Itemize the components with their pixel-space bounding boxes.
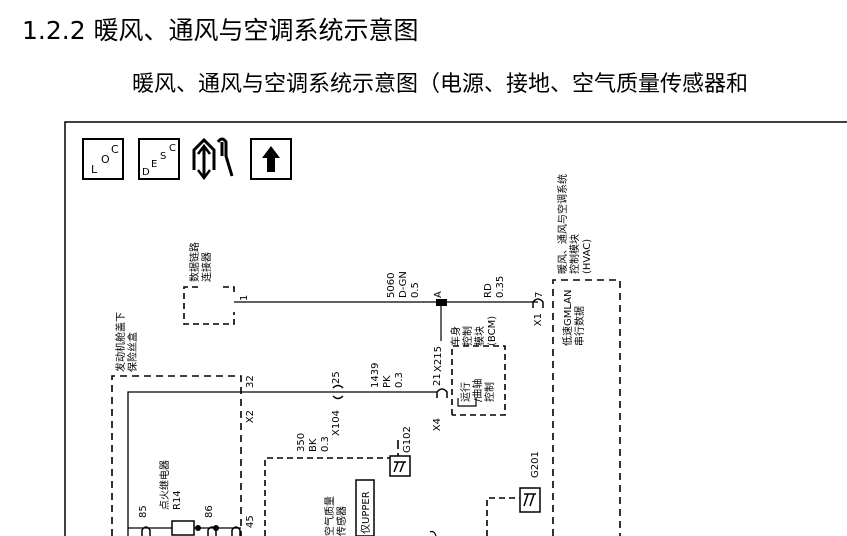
relay-pin-right: 86 xyxy=(204,505,215,518)
x2-pin-top: 32 xyxy=(245,375,256,388)
run-crank-line2: /曲轴 xyxy=(471,379,484,402)
x2-pin-bottom: 45 xyxy=(245,515,256,528)
wire-rd-label: RD 0.35 xyxy=(483,276,506,298)
relay-pin-left: 85 xyxy=(138,505,149,518)
bcm-line1: 车身 xyxy=(449,326,462,346)
x215-pin: A xyxy=(433,291,444,298)
bcm-line4: (BCM) xyxy=(487,316,498,346)
desc-letter-s: S xyxy=(160,151,166,162)
desc-letter-d: D xyxy=(142,167,150,178)
fuse-block-line1: 发动机舱盖下 xyxy=(114,312,127,372)
wire-1439-circuit: 1439 xyxy=(370,363,381,388)
run-crank-control: 运行 /曲轴 控制 xyxy=(451,345,506,416)
dlc-name-line2: 连接器 xyxy=(200,252,213,282)
x104-pin: 25 xyxy=(331,371,342,384)
bcm-line3: 模块 xyxy=(474,326,486,346)
wire-5060-gauge: 0.5 xyxy=(410,282,421,298)
gmlan-line1: 低速GMLAN xyxy=(561,290,574,347)
wire-5060-label: 5060 D-GN 0.5 xyxy=(386,271,421,298)
gmlan-line2: 串行数据 xyxy=(573,306,586,346)
wire-350-color: BK xyxy=(308,438,319,452)
section-title: 1.2.2 暖风、通风与空调系统示意图 xyxy=(22,16,419,45)
loc-icon[interactable]: L O C xyxy=(82,138,124,180)
loc-letter-c: C xyxy=(111,143,119,156)
x215-terminal: A X215 xyxy=(433,291,447,372)
wire-1439-gauge: 0.3 xyxy=(394,372,405,388)
diagram-frame xyxy=(64,121,847,536)
wrench-arrow-icon[interactable] xyxy=(192,137,234,181)
x4-pin: 21 xyxy=(432,373,443,386)
hvac-name-line3: (HVAC) xyxy=(582,239,593,274)
wire-1439-label: 1439 PK 0.3 xyxy=(370,363,405,388)
wire-1439-color: PK xyxy=(382,375,393,388)
hvac-connector: X1 xyxy=(533,313,544,326)
wire-5060-circuit: 5060 xyxy=(386,273,397,298)
hvac-name-line2: 控制模块 xyxy=(568,234,581,274)
x104-connector: 25 X104 xyxy=(331,371,344,436)
bcm-line2: 控制 xyxy=(461,326,474,346)
aq-sensor-line2: 传感器 xyxy=(335,506,348,536)
ground-g201: G201 xyxy=(486,451,541,536)
run-crank-line1: 运行 xyxy=(459,382,472,402)
wire-rd-gauge: 0.35 xyxy=(495,276,506,298)
x215-connector: X215 xyxy=(433,346,444,372)
wire-350-circuit: 350 xyxy=(296,433,307,452)
x4-connector: X4 xyxy=(432,418,443,431)
diagram-subtitle: 暖风、通风与空调系统示意图（电源、接地、空气质量传感器和 xyxy=(132,72,749,97)
dlc-pin: 1 xyxy=(239,295,250,301)
wire-rd-color: RD xyxy=(483,283,494,298)
relay-name: 点火继电器 xyxy=(158,460,171,510)
desc-letter-e: E xyxy=(151,159,157,170)
loc-letter-o: O xyxy=(101,153,110,166)
x104-connector-label: X104 xyxy=(331,410,342,436)
run-crank-line3: 控制 xyxy=(483,382,496,402)
upper-only-tag: 仅UPPER xyxy=(355,479,375,536)
upper-tag-text: 仅UPPER xyxy=(360,491,372,534)
fuse-block-line2: 保险丝盒 xyxy=(126,332,139,372)
g102-label: G102 xyxy=(402,426,413,453)
ground-g102: G102 350 BK 0.3 xyxy=(264,426,413,536)
hvac-pin: 7 xyxy=(534,292,545,298)
data-link-connector: 数据链路 连接器 1 xyxy=(183,242,250,325)
x2-connector: X2 xyxy=(245,410,256,423)
x4-terminal: 21 X4 xyxy=(432,373,448,431)
loc-letter-l: L xyxy=(91,163,98,176)
body-control-module-label: 车身 控制 模块 (BCM) xyxy=(449,316,498,346)
partial-connector-mark xyxy=(429,530,437,536)
dlc-name-line1: 数据链路 xyxy=(188,242,201,282)
desc-letter-c: C xyxy=(169,143,176,154)
underhood-fuse-block: 发动机舱盖下 保险丝盒 32 X2 45 xyxy=(111,312,256,536)
desc-icon[interactable]: D E S C xyxy=(138,138,180,180)
relay-id: R14 xyxy=(172,490,183,510)
wire-5060-color: D-GN xyxy=(398,271,409,298)
aq-sensor-line1: 空气质量 xyxy=(323,496,336,536)
air-quality-sensor-label: 空气质量 传感器 xyxy=(323,496,348,536)
g201-label: G201 xyxy=(530,451,541,478)
ignition-relay: 点火继电器 R14 85 86 xyxy=(128,460,241,536)
up-arrow-icon[interactable] xyxy=(250,138,292,180)
hvac-name-line1: 暖风、通风与空调系统 xyxy=(556,174,569,274)
wire-350-gauge: 0.3 xyxy=(320,436,331,452)
hvac-control-module: 7 X1 暖风、通风与空调系统 控制模块 (HVAC) 低速GMLAN 串行数据 xyxy=(532,174,621,536)
